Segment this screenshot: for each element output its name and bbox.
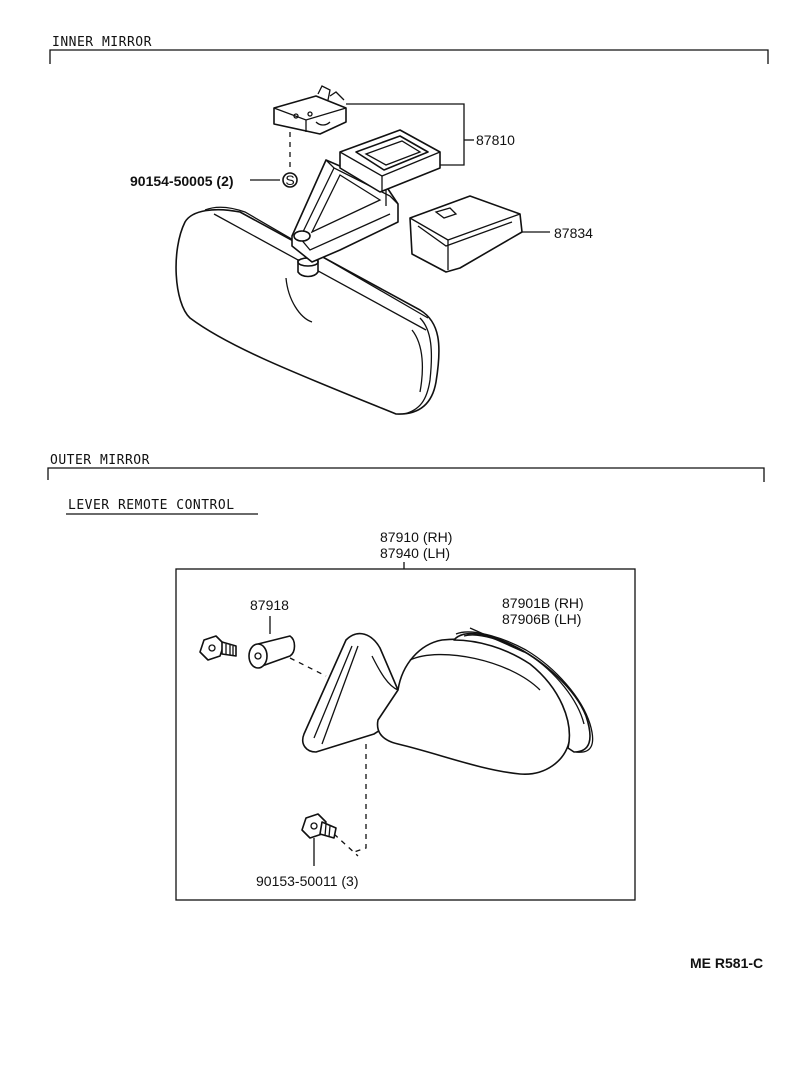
label-87906b-lh: 87906B (LH) [502, 611, 581, 627]
drawing-reference-code: ME R581-C [690, 955, 763, 971]
bolt-dashed-line-2 [333, 833, 359, 857]
part-87810-clip-plate [273, 85, 347, 135]
label-87834: 87834 [554, 225, 593, 241]
leader-87810 [346, 103, 465, 166]
inner-mirror-stem [297, 257, 319, 278]
part-87901b-mirror-glass [453, 631, 594, 753]
part-87918-cap [248, 635, 296, 669]
inner-mirror-body [175, 206, 440, 415]
label-87810: 87810 [476, 132, 515, 148]
outer-mirror-assembly-box [175, 568, 636, 901]
subsection-title-lever-remote-control: LEVER REMOTE CONTROL [68, 498, 235, 513]
bolt-lower [301, 813, 337, 839]
bolt-upper [199, 635, 237, 661]
part-87834-cover [409, 195, 523, 273]
label-87940-lh: 87940 (LH) [380, 545, 450, 561]
bolt-dashed-line [353, 744, 367, 853]
section-bracket-inner-mirror [49, 49, 769, 64]
label-87910-rh: 87910 (RH) [380, 529, 452, 545]
section-title-inner-mirror: INNER MIRROR [52, 35, 152, 50]
label-87918: 87918 [250, 597, 289, 613]
part-87810-holder [339, 129, 441, 193]
leader-87901b [469, 627, 525, 653]
screw-s-symbol: S [282, 172, 298, 188]
label-90153-50011: 90153-50011 (3) [256, 873, 358, 889]
section-bracket-outer-mirror [47, 467, 765, 482]
cap-dashed-line [289, 657, 327, 677]
screw-symbol-letter: S [285, 172, 294, 188]
outer-mirror-housing [376, 638, 572, 775]
label-90154-50005: 90154-50005 (2) [130, 173, 234, 189]
section-title-outer-mirror: OUTER MIRROR [50, 453, 150, 468]
label-87901b-rh: 87901B (RH) [502, 595, 584, 611]
